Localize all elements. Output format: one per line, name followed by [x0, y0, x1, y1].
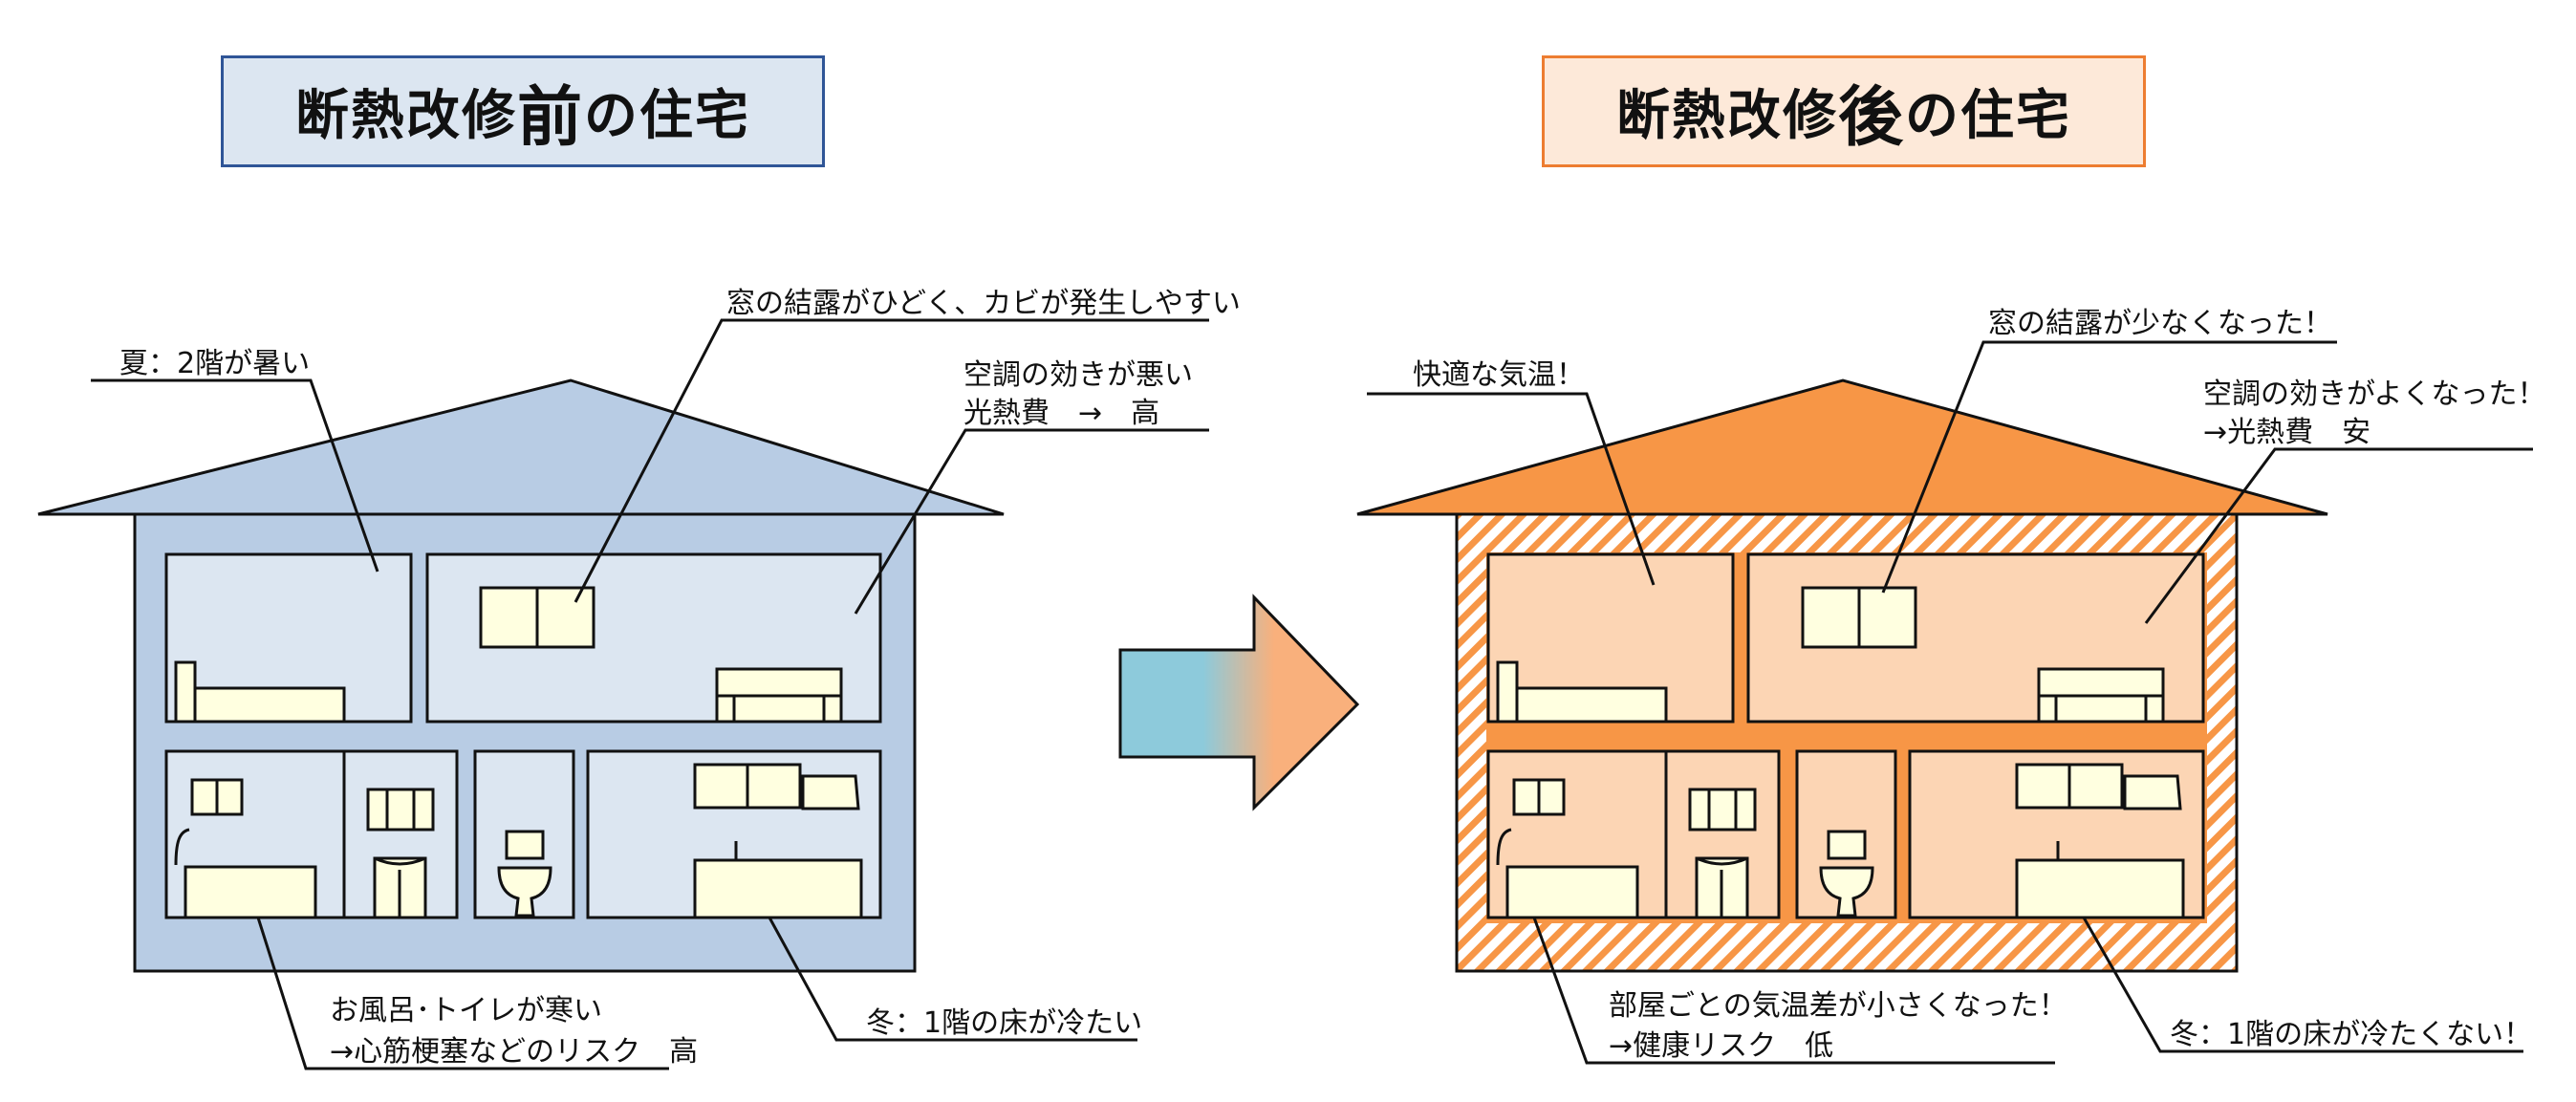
title-after-post: の住宅: [1905, 85, 2071, 147]
callout-winter-floor-before: 冬：1階の床が冷たい: [866, 1006, 1142, 1040]
toilet-icon: [1819, 830, 1874, 918]
sofa-icon: [2037, 667, 2165, 724]
callout-comfortable: 快適な気温！: [1413, 358, 1585, 392]
window-icon: [479, 586, 595, 649]
callout-temp-diff-2: →健康リスク 低: [1609, 1029, 1833, 1063]
house-after: 快適な気温！ 窓の結露が少なくなった！ 空調の効きがよくなった！ →光熱費 安 …: [1356, 307, 2546, 1065]
callout-ac-after-1: 空調の効きがよくなった！: [2203, 378, 2546, 411]
kitchen-icon: [2015, 763, 2185, 919]
callout-condensation-before: 窓の結露がひどく、カビが発生しやすい: [726, 287, 1241, 320]
title-before: 断熱改修前の住宅: [221, 55, 825, 167]
callout-ac-after-2: →光熱費 安: [2203, 416, 2370, 449]
title-after-emphasis: 後: [1837, 80, 1905, 156]
roof-before: [37, 378, 1005, 516]
callout-summer-hot: 夏：2階が暑い: [119, 347, 310, 380]
callout-lines-after: [1367, 340, 2533, 1065]
washbasin-icon: [1688, 788, 1757, 919]
bathtub-icon: [174, 778, 317, 919]
transition-arrow: [1118, 594, 1360, 811]
title-after-pre: 断熱改修: [1615, 85, 1838, 147]
callout-bath-2: →心筋梗塞などのリスク 高: [330, 1035, 698, 1069]
title-before-post: の住宅: [584, 85, 750, 147]
toilet-icon: [497, 830, 552, 918]
callout-ac-before-2: 光熱費 → 高: [963, 397, 1159, 430]
callout-lines-before: [91, 318, 1209, 1070]
callout-condensation-after: 窓の結露が少なくなった！: [1988, 307, 2332, 340]
roof-after: [1356, 378, 2328, 516]
sofa-icon: [715, 667, 843, 724]
title-before-emphasis: 前: [516, 80, 584, 156]
callout-bath-1: お風呂･トイレが寒い: [330, 994, 602, 1027]
callout-ac-before-1: 空調の効きが悪い: [963, 358, 1193, 392]
title-before-pre: 断熱改修: [294, 85, 517, 147]
bed-icon: [174, 660, 346, 724]
title-after: 断熱改修後の住宅: [1542, 55, 2146, 167]
bathtub-icon: [1496, 778, 1639, 919]
window-icon: [1801, 586, 1917, 649]
callout-temp-diff-1: 部屋ごとの気温差が小さくなった！: [1609, 989, 2067, 1023]
bed-icon: [1496, 660, 1668, 724]
house-before: 夏：2階が暑い 窓の結露がひどく、カビが発生しやすい 空調の効きが悪い 光熱費 …: [37, 287, 1241, 1070]
washbasin-icon: [366, 788, 435, 919]
callout-winter-floor-after: 冬：1階の床が冷たくない！: [2170, 1018, 2532, 1051]
kitchen-icon: [693, 763, 863, 919]
